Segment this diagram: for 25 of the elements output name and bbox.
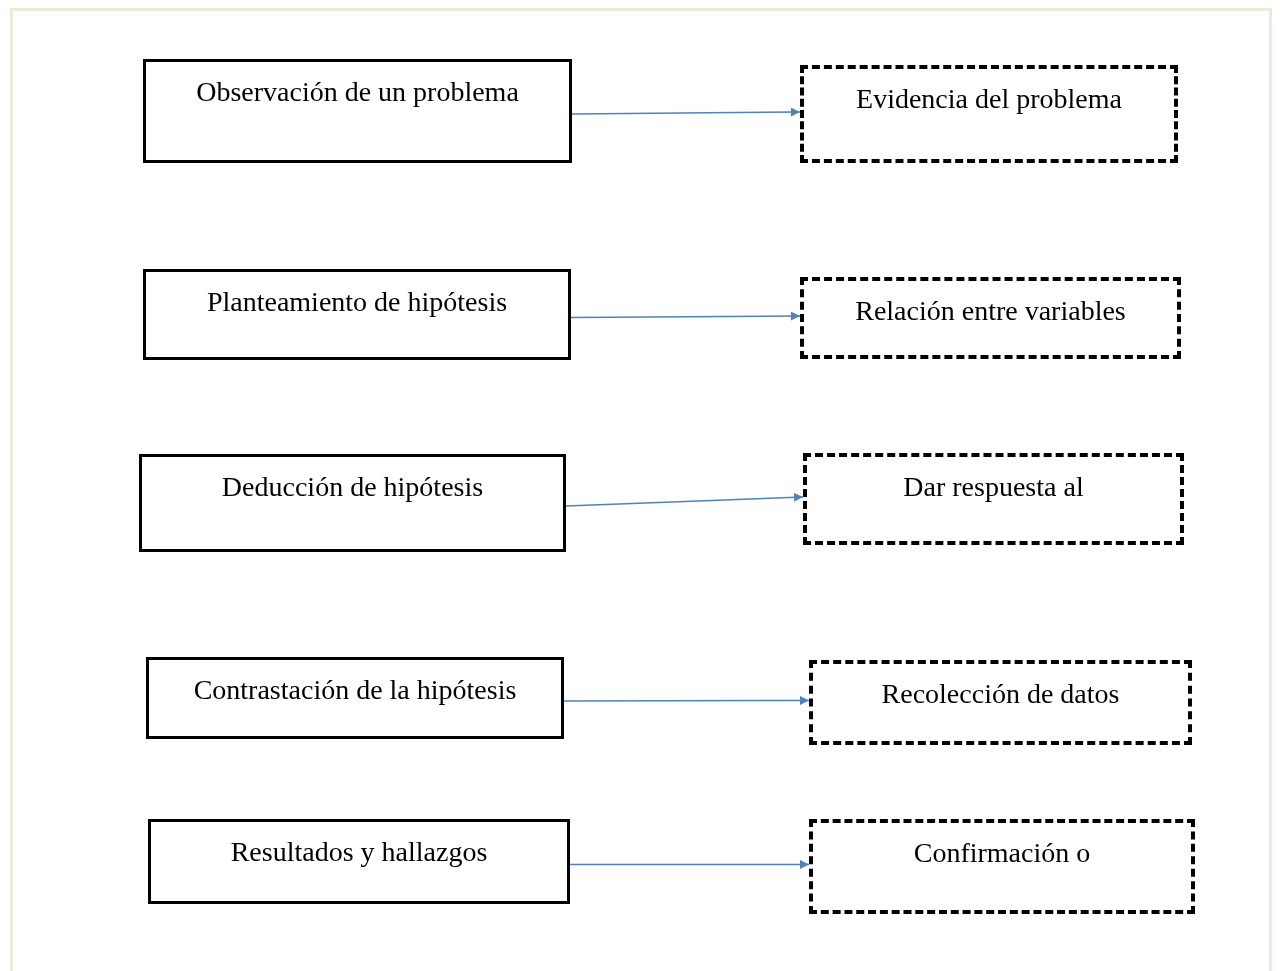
process-box [139,454,566,552]
box-label: Contrastación de la hipótesis [193,674,517,706]
process-box [146,657,564,739]
box-label: Deducción de hipótesis [221,471,484,503]
arrow [569,860,810,869]
box-label: Recolección de datos [881,678,1120,710]
arrow [565,492,804,507]
dashed-box [809,819,1195,914]
process-box [143,269,571,360]
box-label: Dar respuesta al [903,471,1084,503]
arrow [570,311,801,321]
box-label: Planteamiento de hipótesis [206,286,508,318]
box-label: Resultados y hallazgos [230,836,488,868]
dashed-box [803,453,1184,545]
dashed-box [800,277,1181,359]
arrow [571,107,801,117]
box-label: Confirmación o [913,837,1091,869]
process-box [148,819,570,904]
box-label: Relación entre variables [855,295,1126,327]
process-box [143,59,572,163]
box-label: Observación de un problema [196,76,519,108]
dashed-box [809,660,1192,745]
box-label: Evidencia del problema [856,83,1122,115]
arrow [563,696,810,705]
dashed-box [800,65,1178,163]
